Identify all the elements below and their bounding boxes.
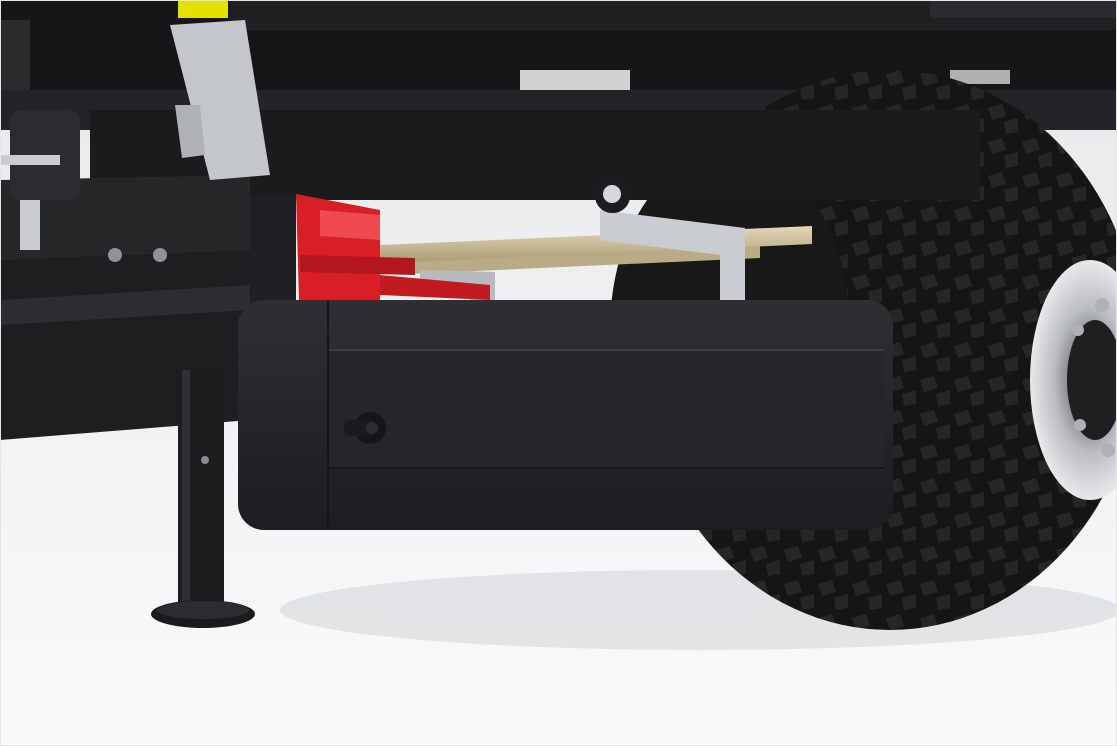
- mudguard-bracket: [170, 20, 270, 180]
- tool-box: [238, 195, 893, 530]
- latch-icon: [344, 412, 386, 444]
- warning-marker: [178, 0, 228, 18]
- support-jack: [151, 370, 255, 628]
- hitch-details: [0, 20, 167, 262]
